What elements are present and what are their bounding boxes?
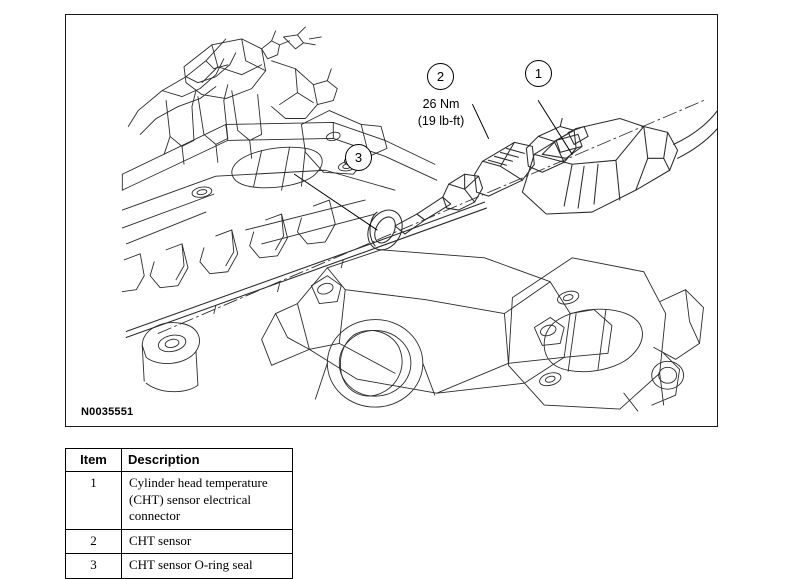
valve-cover-art (261, 249, 613, 408)
callout-marker-2[interactable]: 2 (427, 63, 454, 90)
wire-harness-art (673, 110, 717, 159)
leader-line-2 (472, 104, 490, 139)
cell-item-description: CHT sensor (121, 528, 293, 554)
intake-manifold-art (127, 26, 338, 165)
electrical-connector-art (521, 117, 679, 215)
cylinder-head-deck (121, 122, 438, 245)
cell-item-number: 1 (65, 471, 122, 530)
cht-sensor-art (394, 117, 589, 235)
cell-item-description: Cylinder head temperature (CHT) sensor e… (121, 471, 293, 530)
callout-marker-1[interactable]: 1 (525, 60, 552, 87)
table-row: 2 CHT sensor (65, 528, 293, 554)
column-header-item: Item (65, 448, 122, 472)
assembly-centerline (157, 100, 704, 334)
callout-number-1: 1 (534, 66, 543, 81)
table-header-row: Item Description (65, 448, 293, 472)
leader-line-1 (537, 100, 573, 155)
cell-item-description: CHT sensor O-ring seal (121, 553, 293, 579)
table-row: 1 Cylinder head temperature (CHT) sensor… (65, 471, 293, 530)
cell-item-number: 3 (65, 553, 122, 579)
callout-marker-3[interactable]: 3 (345, 144, 372, 171)
column-header-description: Description (121, 448, 293, 472)
torque-metric: 26 Nm (422, 97, 460, 111)
engine-line-art (121, 26, 717, 412)
head-edge-rail (125, 201, 488, 338)
callout-leader-lines (293, 100, 573, 231)
illustration-frame: 1 2 3 26 Nm (19 lb-ft) N0035551 (65, 14, 718, 427)
callout-number-3: 3 (354, 150, 363, 165)
torque-specification: 26 Nm (19 lb-ft) (396, 96, 486, 129)
cylinder-bore-details (121, 199, 336, 393)
o-ring-seal-art (367, 209, 403, 251)
leader-line-3 (293, 173, 378, 231)
callout-number-2: 2 (436, 69, 445, 84)
parts-legend-table: Item Description 1 Cylinder head tempera… (65, 448, 293, 579)
drawing-id-label: N0035551 (81, 406, 134, 418)
torque-imperial: (19 lb-ft) (417, 113, 465, 128)
table-row: 3 CHT sensor O-ring seal (65, 553, 293, 579)
cell-item-number: 2 (65, 528, 122, 554)
